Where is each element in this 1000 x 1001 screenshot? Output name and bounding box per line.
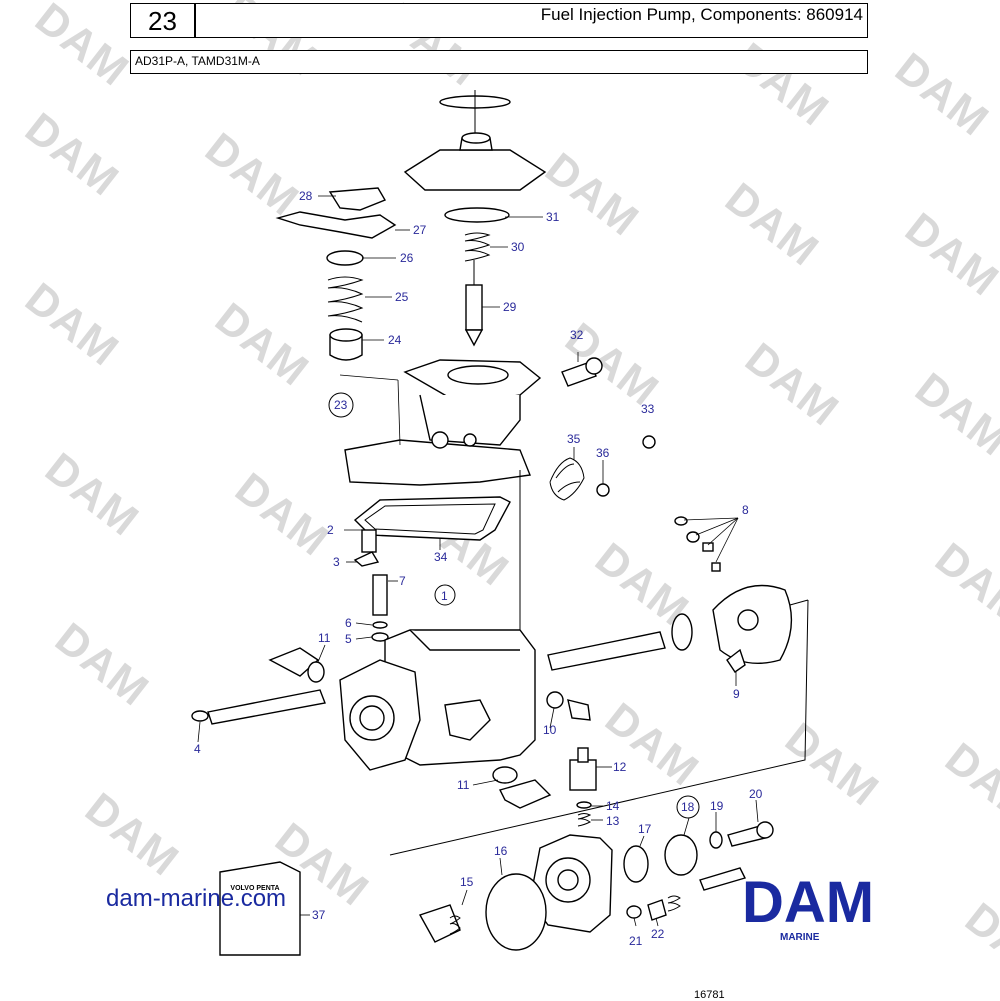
callout-6: 6 bbox=[345, 616, 352, 630]
callout-7: 7 bbox=[399, 574, 406, 588]
callout-17: 17 bbox=[638, 822, 652, 836]
callout-5: 5 bbox=[345, 632, 352, 646]
callout-25: 25 bbox=[395, 290, 409, 304]
engine-models: AD31P-A, TAMD31M-A bbox=[135, 54, 260, 68]
figure-number: 16781 bbox=[694, 989, 725, 1001]
callout-19: 19 bbox=[710, 799, 724, 813]
callout-18: 18 bbox=[681, 800, 695, 814]
gasket-34 bbox=[353, 496, 511, 541]
dam-logo-subtitle: MARINE bbox=[780, 932, 820, 943]
website-link[interactable]: dam-marine.com bbox=[106, 885, 287, 912]
pump-body bbox=[339, 629, 536, 771]
callout-24: 24 bbox=[388, 333, 402, 347]
callout-29: 29 bbox=[503, 300, 517, 314]
callout-13: 13 bbox=[606, 814, 620, 828]
kit-box-label: VOLVO PENTA bbox=[230, 885, 279, 892]
callout-15: 15 bbox=[460, 875, 474, 889]
model-box: AD31P-A, TAMD31M-A bbox=[130, 50, 868, 74]
drive-shaft bbox=[547, 584, 793, 671]
callout-14: 14 bbox=[606, 799, 620, 813]
governor-housing bbox=[344, 359, 542, 486]
callout-2: 2 bbox=[327, 523, 334, 537]
shaft-4 bbox=[191, 647, 326, 725]
lever-assembly bbox=[275, 187, 397, 239]
callout-37: 37 bbox=[312, 908, 326, 922]
callout-30: 30 bbox=[511, 240, 525, 254]
ring-36 bbox=[596, 483, 610, 497]
callout-27: 27 bbox=[413, 223, 427, 237]
parts-17-18-19-20 bbox=[623, 821, 774, 883]
callout-10: 10 bbox=[543, 723, 557, 737]
dam-logo-text: DAM bbox=[742, 872, 874, 935]
callout-16: 16 bbox=[494, 844, 508, 858]
parts-21-22 bbox=[626, 867, 747, 921]
leader-lines bbox=[197, 195, 759, 927]
lower-group-frame bbox=[389, 599, 809, 856]
callout-22: 22 bbox=[651, 927, 665, 941]
screw-32 bbox=[561, 357, 603, 387]
callout-32: 32 bbox=[570, 328, 584, 342]
callout-circle-18 bbox=[676, 795, 700, 819]
callout-labels: 1 2 3 4 5 6 7 8 9 10 11 11 12 13 14 15 1… bbox=[194, 189, 763, 948]
parts-8 bbox=[674, 516, 721, 572]
callout-3: 3 bbox=[333, 555, 340, 569]
callout-33: 33 bbox=[641, 402, 655, 416]
title-box: Fuel Injection Pump, Components: 860914 bbox=[195, 3, 868, 38]
valve-12 bbox=[569, 747, 597, 827]
page-number-box: 23 bbox=[130, 3, 195, 38]
callout-34: 34 bbox=[434, 550, 448, 564]
o-ring-33 bbox=[642, 435, 656, 449]
key-9 bbox=[726, 648, 746, 673]
fitting-11-lower bbox=[492, 766, 552, 809]
callout-9: 9 bbox=[733, 687, 740, 701]
dam-logo: DAM bbox=[742, 872, 874, 935]
governor-spring-and-pin bbox=[464, 232, 491, 347]
top-cover-assembly bbox=[403, 90, 547, 223]
kit-box-37: VOLVO PENTA bbox=[219, 861, 301, 956]
callout-26: 26 bbox=[400, 251, 414, 265]
page-title: Fuel Injection Pump, Components: 860914 bbox=[540, 5, 863, 24]
page-number: 23 bbox=[148, 6, 177, 36]
spring-stack-left bbox=[326, 250, 364, 361]
callout-circle-1 bbox=[434, 584, 456, 606]
callout-36: 36 bbox=[596, 446, 610, 460]
callout-11-lower: 11 bbox=[457, 778, 470, 792]
callout-31: 31 bbox=[546, 210, 560, 224]
callout-23: 23 bbox=[334, 398, 348, 412]
callout-circle-23 bbox=[328, 392, 354, 418]
callout-28: 28 bbox=[299, 189, 313, 203]
callout-1: 1 bbox=[441, 589, 448, 603]
callout-8: 8 bbox=[742, 503, 749, 517]
callout-4: 4 bbox=[194, 742, 201, 756]
spring-35 bbox=[549, 457, 585, 501]
callout-35: 35 bbox=[567, 432, 581, 446]
callout-11: 11 bbox=[318, 631, 331, 645]
screw-10 bbox=[546, 691, 591, 721]
small-fittings bbox=[353, 529, 389, 642]
callout-12: 12 bbox=[613, 760, 627, 774]
callout-21: 21 bbox=[629, 934, 643, 948]
callout-20: 20 bbox=[749, 787, 763, 801]
lower-housing bbox=[418, 834, 613, 951]
